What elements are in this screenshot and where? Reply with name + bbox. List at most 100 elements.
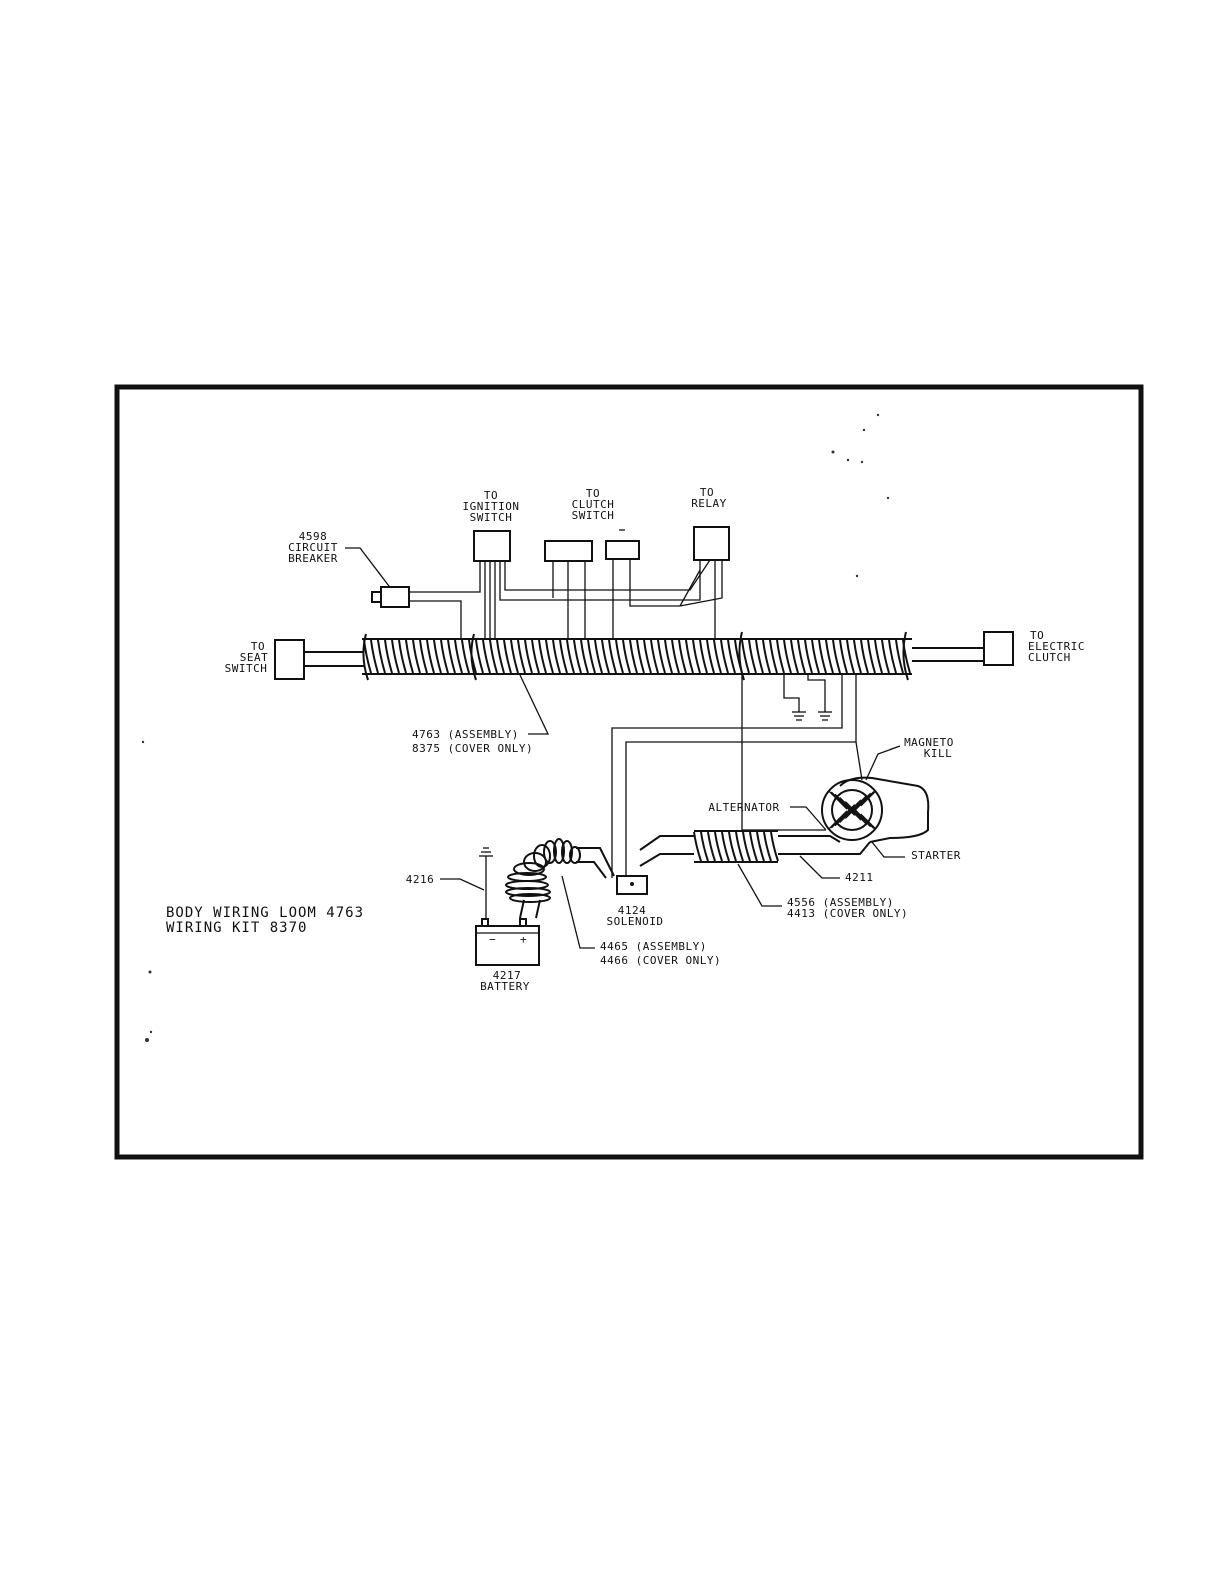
main-loom-leader (519, 674, 550, 735)
battery-label-1: 4217 (493, 969, 522, 982)
coil-winding (426, 639, 435, 674)
coil-winding (714, 831, 723, 862)
battery-neg-terminal (481, 918, 489, 927)
ground-symbol-2 (818, 711, 832, 721)
coil-winding (671, 639, 680, 674)
alternator-leader (790, 806, 827, 831)
grille-hatch (844, 792, 872, 819)
battery-loom (505, 838, 615, 919)
starter-label: STARTER (911, 849, 961, 862)
coil-winding (517, 639, 526, 674)
battery-minus-sign: − (489, 933, 496, 946)
circuit-breaker-label-2: CIRCUIT (288, 541, 338, 554)
circuit-breaker-leader (345, 547, 393, 591)
electric-clutch-label-2: ELECTRIC (1028, 640, 1085, 653)
coil-winding (524, 639, 533, 674)
coil-winding (559, 639, 568, 674)
ground-symbol-1 (792, 711, 806, 721)
grille-hatch (851, 790, 875, 814)
coil-winding (762, 639, 771, 674)
ignition-label-2: IGNITION (463, 500, 520, 513)
coil-winding (594, 639, 603, 674)
coil-winding (513, 862, 545, 876)
solenoid-label-2: SOLENOID (607, 915, 664, 928)
seat-switch-label-2: SEAT (240, 651, 269, 664)
coil-winding (569, 846, 581, 864)
coil-winding (720, 639, 729, 674)
coil-winding (433, 639, 442, 674)
coil-winding (496, 639, 505, 674)
starter-cable-label: 4211 (845, 871, 874, 884)
coil-winding (678, 639, 687, 674)
coil-winding (531, 639, 540, 674)
coil-winding (700, 831, 709, 862)
coil-winding (523, 852, 547, 872)
coil-winding (895, 639, 904, 674)
coil-winding (615, 639, 624, 674)
coil-winding (846, 639, 855, 674)
starter-loom-leader (737, 863, 782, 907)
coil-winding (749, 831, 758, 862)
alternator-label: ALTERNATOR (708, 801, 779, 814)
coil-winding (650, 639, 659, 674)
coil-winding (384, 639, 393, 674)
coil-winding (629, 639, 638, 674)
grille-hatch (851, 806, 875, 830)
battery-label-2: BATTERY (480, 980, 530, 993)
coil-winding (741, 639, 750, 674)
coil-winding (608, 639, 617, 674)
coil-winding (580, 639, 589, 674)
magneto-label-2: KILL (924, 747, 953, 760)
starter-leader (871, 841, 905, 858)
coil-winding (860, 639, 869, 674)
starter-loom (639, 830, 871, 867)
coil-winding (832, 639, 841, 674)
grille-hatch (860, 813, 876, 829)
coil-winding (790, 639, 799, 674)
upper-wires (409, 559, 723, 640)
coil-winding (769, 639, 778, 674)
clutch-switch-connector-b (605, 540, 640, 560)
coil-winding (853, 639, 862, 674)
solenoid-terminal (630, 882, 634, 886)
coil-winding (587, 639, 596, 674)
coil-winding (811, 639, 820, 674)
coil-winding (770, 831, 779, 862)
main-loom (303, 631, 985, 681)
coil-winding (440, 639, 449, 674)
coil-winding (735, 831, 744, 862)
starter-loom-label-1: 4556 (ASSEMBLY) (787, 896, 894, 909)
battery-loom-label-2: 4466 (COVER ONLY) (600, 954, 721, 967)
ground-cable-label: 4216 (406, 873, 435, 886)
clutch-switch-connector-a (544, 540, 593, 562)
starter-cable-leader (799, 855, 840, 879)
coil-winding (797, 639, 806, 674)
coil-winding (874, 639, 883, 674)
battery-loom-label-1: 4465 (ASSEMBLY) (600, 940, 707, 953)
coil-winding (804, 639, 813, 674)
diagram-frame (114, 384, 1144, 1160)
flywheel-grille (831, 789, 873, 831)
battery-pos-terminal (519, 918, 527, 927)
main-loom-label-1: 4763 (ASSEMBLY) (412, 728, 519, 741)
starter-loom-label-2: 4413 (COVER ONLY) (787, 907, 908, 920)
coil-winding (707, 831, 716, 862)
electric-clutch-connector (983, 631, 1014, 666)
coil-winding (489, 639, 498, 674)
battery-loom-leader (561, 875, 595, 949)
coil-winding (377, 639, 386, 674)
seat-switch-connector (274, 639, 305, 680)
coil-winding (447, 639, 456, 674)
coil-winding (763, 831, 772, 862)
coil-winding (728, 831, 737, 862)
grille-hatch (834, 793, 862, 821)
coil-winding (713, 639, 722, 674)
coil-winding (867, 639, 876, 674)
circuit-breaker-label-3: BREAKER (288, 552, 338, 565)
magneto-label-1: MAGNETO (904, 736, 954, 749)
lower-wires (611, 674, 863, 878)
electric-clutch-label-1: TO (1030, 629, 1044, 642)
diagram-title-2: WIRING KIT 8370 (166, 920, 307, 936)
coil-winding (505, 887, 551, 897)
